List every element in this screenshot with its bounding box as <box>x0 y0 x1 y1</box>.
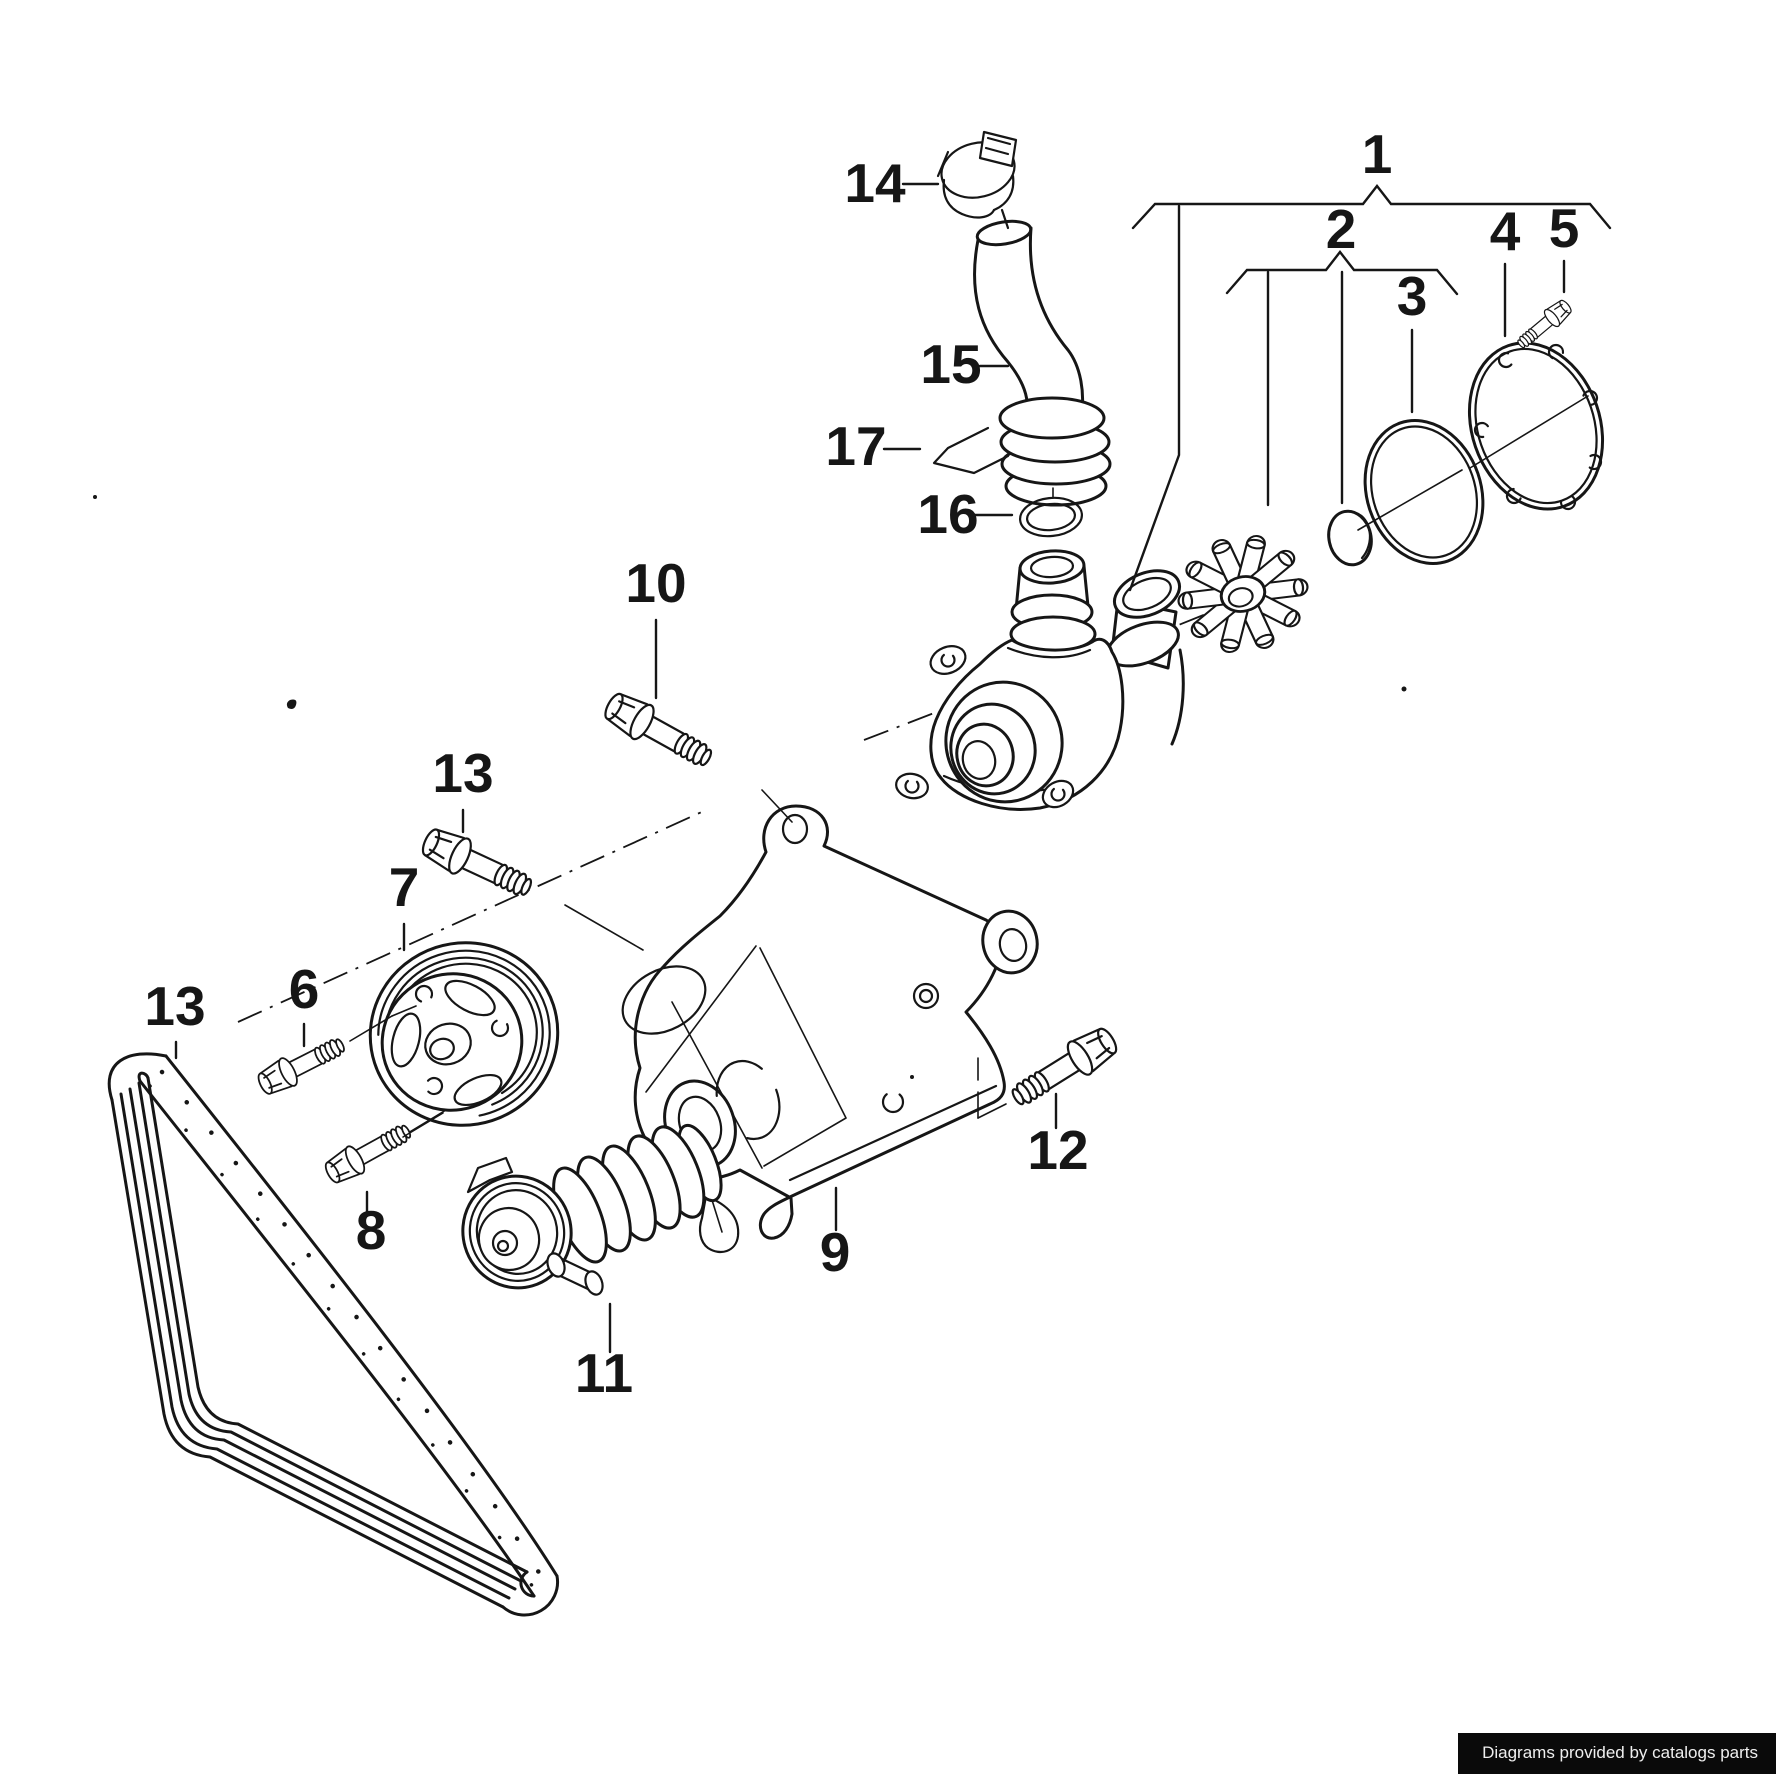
seal-disc <box>1327 509 1373 567</box>
callout-10: 10 <box>625 552 686 614</box>
callout-17: 17 <box>825 415 886 477</box>
callout-5: 5 <box>1549 197 1580 259</box>
print-specks <box>93 495 1407 1079</box>
watermark-text: Diagrams provided by catalogs parts <box>1482 1743 1758 1762</box>
callout-1: 1 <box>1362 123 1393 185</box>
pump-bracket <box>621 804 1039 1240</box>
cover-plate <box>1467 341 1605 511</box>
watermark: Diagrams provided by catalogs parts <box>1458 1733 1776 1774</box>
hose-clamp <box>936 130 1018 230</box>
corrugated-sleeve <box>998 396 1112 507</box>
coolant-hose <box>973 219 1085 416</box>
callout-14: 14 <box>844 152 906 214</box>
callout-4: 4 <box>1490 200 1521 262</box>
callout-13: 13 <box>432 742 493 804</box>
bolt-10 <box>598 685 720 777</box>
callout-8: 8 <box>356 1199 387 1261</box>
callout-2: 2 <box>1326 198 1357 260</box>
callout-15: 15 <box>920 333 981 395</box>
o-ring-small <box>1019 496 1083 538</box>
power-steering-pulley <box>368 941 560 1137</box>
bolt-12 <box>1003 1020 1124 1116</box>
cover-plate-screw <box>1512 295 1576 354</box>
callout-11: 11 <box>575 1342 633 1404</box>
callout-leaders <box>174 182 1612 1354</box>
belt-tensioner <box>461 1123 740 1296</box>
bolt-13-upper <box>416 821 539 907</box>
callout-7: 7 <box>389 856 420 918</box>
axis-through-gasket <box>1357 469 1463 531</box>
callout-3: 3 <box>1397 265 1428 327</box>
callout-6: 6 <box>289 958 320 1020</box>
bolt-6 <box>253 1029 351 1101</box>
position-marker <box>932 426 1010 475</box>
bolt-alignment-lines <box>349 789 1007 1138</box>
gasket-o-ring <box>1363 419 1485 565</box>
bolt-8 <box>320 1116 417 1189</box>
v-ribbed-belt <box>107 1052 560 1617</box>
callout-13: 13 <box>144 975 205 1037</box>
callout-16: 16 <box>917 483 978 545</box>
callout-12: 12 <box>1027 1119 1088 1181</box>
water-pump-body <box>895 549 1185 811</box>
impeller <box>1176 533 1310 655</box>
callout-9: 9 <box>820 1221 851 1283</box>
